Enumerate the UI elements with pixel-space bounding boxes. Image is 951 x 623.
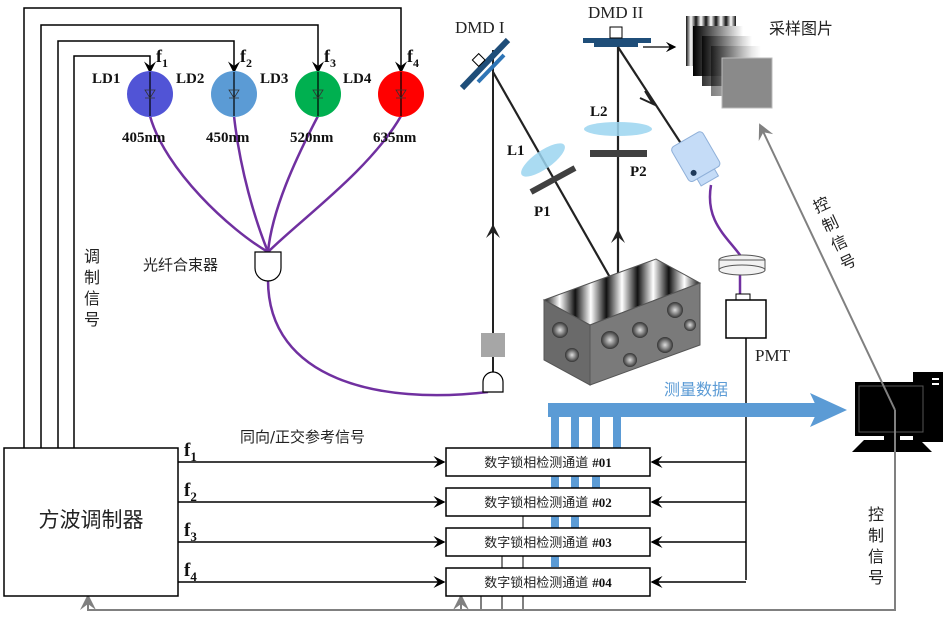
laser-ld1: LD1 f1 405nm [92, 46, 173, 146]
laser-id-label: LD2 [176, 71, 204, 87]
ref-freq-label: f3 [184, 520, 197, 544]
l1-label: L1 [507, 143, 525, 159]
square-wave-modulator [3, 447, 179, 597]
freq-label: f4 [407, 46, 419, 70]
beam-to-sample [492, 71, 621, 296]
lockin-channel: 数字锁相检测通道#04 [445, 567, 746, 597]
pmt-label: PMT [755, 346, 791, 365]
sampled-images-label: 采样图片 [769, 19, 833, 38]
dmd2-label: DMD II [588, 3, 644, 22]
fiber-combiner-icon [254, 251, 282, 282]
beam-to-objective [617, 46, 683, 146]
p2-label: P2 [630, 164, 647, 180]
laser-ld3: LD3 f3 520nm [260, 46, 341, 146]
lens-l1 [521, 143, 565, 177]
freq-label: f2 [240, 46, 252, 70]
channel-label: 数字锁相检测通道#04 [484, 575, 612, 591]
lens-l2 [584, 122, 652, 136]
lockin-channel: 数字锁相检测通道#01 [445, 447, 746, 477]
p1-label: P1 [534, 204, 551, 220]
lockin-channel: 数字锁相检测通道#02 [445, 487, 746, 517]
ref-freq-label: f2 [184, 480, 197, 504]
sample-block-icon [542, 258, 702, 386]
measurement-data-label: 测量数据 [664, 380, 728, 399]
modulation-wires [23, 7, 407, 450]
filter-block [481, 333, 505, 357]
ref-freq-label: f4 [184, 560, 197, 584]
wavelength-label: 405nm [122, 130, 166, 146]
control-signal-label-diag: 控 制 信 号 [810, 191, 864, 274]
collimator-icon [482, 371, 504, 393]
dmd1-label: DMD I [455, 18, 505, 37]
dmd1-icon [459, 37, 511, 91]
freq-label: f3 [324, 46, 336, 70]
sampled-images-icon [686, 16, 773, 109]
combiner-label: 光纤合束器 [143, 256, 218, 274]
polarizer-p1 [529, 165, 577, 195]
ref-freq-label: f1 [184, 440, 197, 464]
polarizer-p2 [590, 150, 647, 157]
wavelength-label: 635nm [373, 130, 417, 146]
laser-id-label: LD4 [343, 71, 372, 87]
laser-id-label: LD1 [92, 71, 120, 87]
laser-ld4: LD4 f4 635nm [343, 46, 424, 146]
channel-label: 数字锁相检测通道#03 [484, 535, 612, 551]
channel-label: 数字锁相检测通道#01 [484, 455, 612, 471]
laser-ld2: LD2 f2 450nm [176, 46, 257, 146]
l2-label: L2 [590, 104, 608, 120]
lockin-channel: 数字锁相检测通道#03 [445, 527, 746, 557]
dmd2-icon [583, 26, 651, 47]
wavelength-label: 450nm [206, 130, 250, 146]
modulator-label: 方波调制器 [39, 508, 144, 532]
channel-label: 数字锁相检测通道#02 [484, 495, 612, 511]
ref-signal-label: 同向/正交参考信号 [240, 428, 365, 446]
computer-icon [852, 372, 943, 452]
control-signal-label-vert: 控 制 信 号 [868, 505, 889, 587]
objective-icon [671, 131, 721, 187]
mod-signal-label: 调 制 信 号 [84, 247, 105, 329]
pmt-icon [718, 254, 767, 339]
freq-label: f1 [156, 46, 168, 70]
wavelength-label: 520nm [290, 130, 334, 146]
laser-id-label: LD3 [260, 71, 288, 87]
fibers [148, 115, 742, 397]
